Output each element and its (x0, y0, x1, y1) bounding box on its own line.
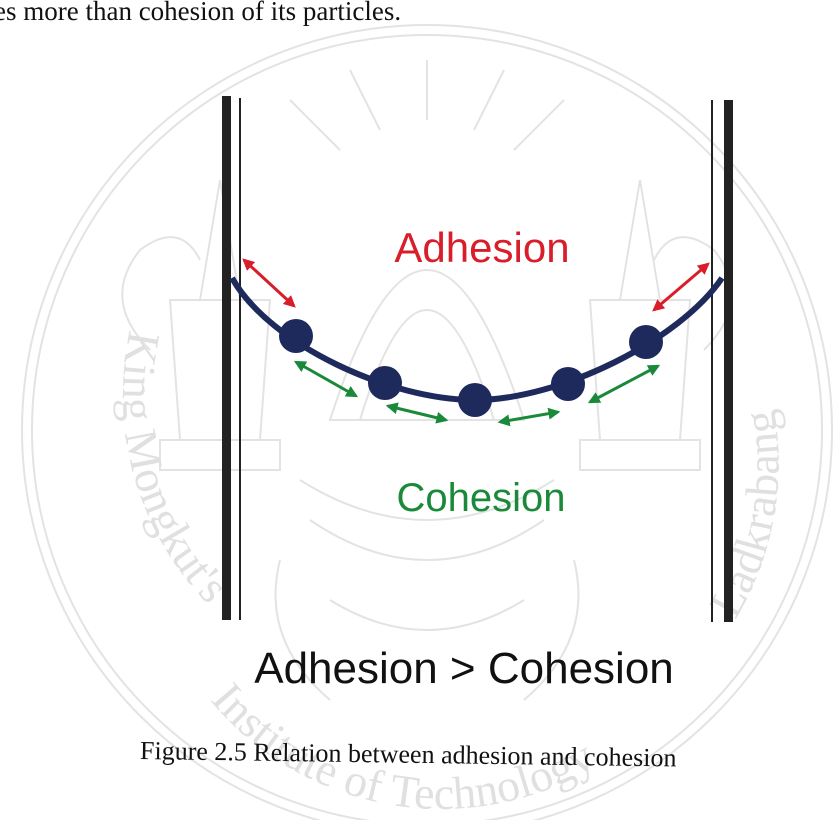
body-text-fragment: es more than cohesion of its particles. (0, 0, 402, 26)
particle-2 (368, 366, 402, 400)
left-wall-thick (222, 96, 231, 620)
particle-3 (458, 383, 492, 417)
adhesion-arrow-left (242, 258, 296, 308)
particle-1 (279, 319, 313, 353)
cohesion-arrow-4 (587, 364, 661, 404)
watermark-crown (328, 269, 526, 421)
relation-label: Adhesion > Cohesion (254, 644, 674, 693)
cohesion-label: Cohesion (396, 476, 565, 520)
cohesion-arrow-1 (293, 360, 359, 398)
watermark-outer-ring (21, 24, 833, 820)
watermark-base (299, 479, 555, 631)
watermark-inner-ring (31, 34, 823, 820)
watermark-rays (289, 60, 565, 151)
cohesion-arrow-2 (385, 402, 449, 424)
particle-5 (629, 325, 663, 359)
adhesion-arrow-right (652, 262, 710, 312)
particle-4 (551, 367, 585, 401)
cohesion-arrow-3 (497, 407, 561, 427)
right-wall-thick (724, 100, 733, 622)
adhesion-label: Adhesion (394, 224, 569, 271)
